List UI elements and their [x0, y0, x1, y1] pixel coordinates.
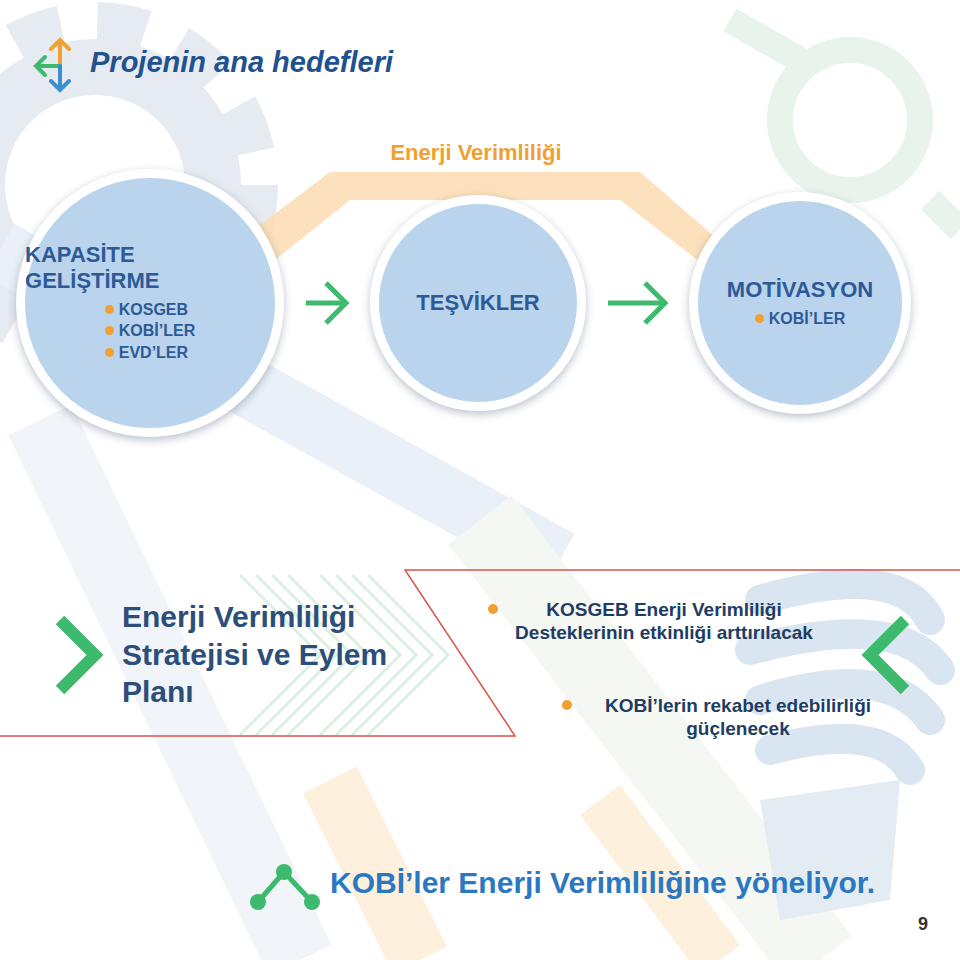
goal-circle: TEŞVİKLER: [370, 195, 586, 411]
arrow-head: [645, 283, 665, 323]
arrow-shaft: [306, 300, 346, 305]
page-number: 9: [918, 914, 928, 935]
title-icon: [36, 40, 69, 90]
strategy-band: Enerji Verimliliği Stratejisi ve Eylem P…: [122, 598, 422, 711]
goal-circle: KAPASİTE GELİŞTİRME KOSGEBKOBİ’LEREVD’LER: [16, 169, 284, 437]
bulb-outline: [780, 50, 920, 190]
circle-heading: KAPASİTE GELİŞTİRME: [25, 242, 275, 293]
band-text: Enerji Verimliliği Stratejisi ve Eylem P…: [122, 598, 422, 711]
flow-arrow: [608, 283, 665, 323]
circle-heading: MOTİVASYON: [727, 277, 873, 302]
network-icon: [250, 864, 320, 910]
bullet-item: KOBİ’LER: [105, 320, 195, 342]
arrow-head: [326, 283, 346, 323]
bullet-item: EVD’LER: [105, 342, 188, 364]
goal-circle: MOTİVASYON KOBİ’LER: [689, 192, 911, 414]
target-bullet: KOBİ’lerin rekabet edebilirliği güçlenec…: [562, 694, 888, 740]
band-label: Enerji Verimliliği: [390, 140, 561, 166]
page-title: Projenin ana hedefleri: [90, 46, 393, 79]
circle-heading: TEŞVİKLER: [416, 290, 539, 315]
tagline: KOBİ’ler Enerji Verimliliğine yöneliyor.: [330, 866, 875, 900]
bullet-list: KOSGEBKOBİ’LEREVD’LER: [105, 299, 195, 364]
bullet-item: KOBİ’LER: [755, 308, 845, 330]
chevron-left: [870, 620, 905, 690]
target-panel: KOSGEB Enerji Verimliliği Desteklerinin …: [470, 590, 870, 740]
target-bullet: KOSGEB Enerji Verimliliği Desteklerinin …: [488, 598, 814, 644]
flow-arrow: [306, 283, 346, 323]
bullet-item: KOSGEB: [105, 299, 188, 321]
bullet-list: KOBİ’LER: [755, 308, 845, 330]
arrow-shaft: [608, 301, 665, 306]
chevron-right: [60, 620, 95, 690]
